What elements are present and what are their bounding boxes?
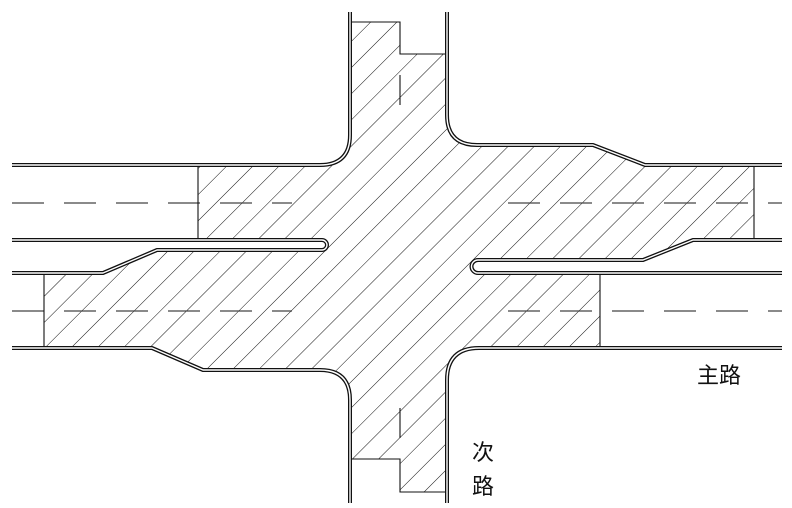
hatched-intersection-area bbox=[44, 22, 754, 492]
main-road-label: 主路 bbox=[697, 364, 742, 389]
road-edge-top-right bbox=[446, 12, 782, 166]
hatch-boundary-bottom-step bbox=[352, 458, 447, 493]
hatch-boundary-top-step bbox=[352, 21, 447, 55]
median-right bbox=[470, 239, 782, 274]
minor-road-label-char-1: 次 bbox=[472, 441, 495, 466]
road-edge-top-left bbox=[12, 12, 351, 166]
minor-road-label: 次 路 bbox=[472, 443, 496, 499]
road-edge-bottom-right bbox=[446, 347, 782, 503]
minor-road-label-char-2: 路 bbox=[472, 475, 495, 500]
median-left bbox=[12, 239, 328, 274]
road-edge-bottom-left bbox=[12, 347, 351, 503]
